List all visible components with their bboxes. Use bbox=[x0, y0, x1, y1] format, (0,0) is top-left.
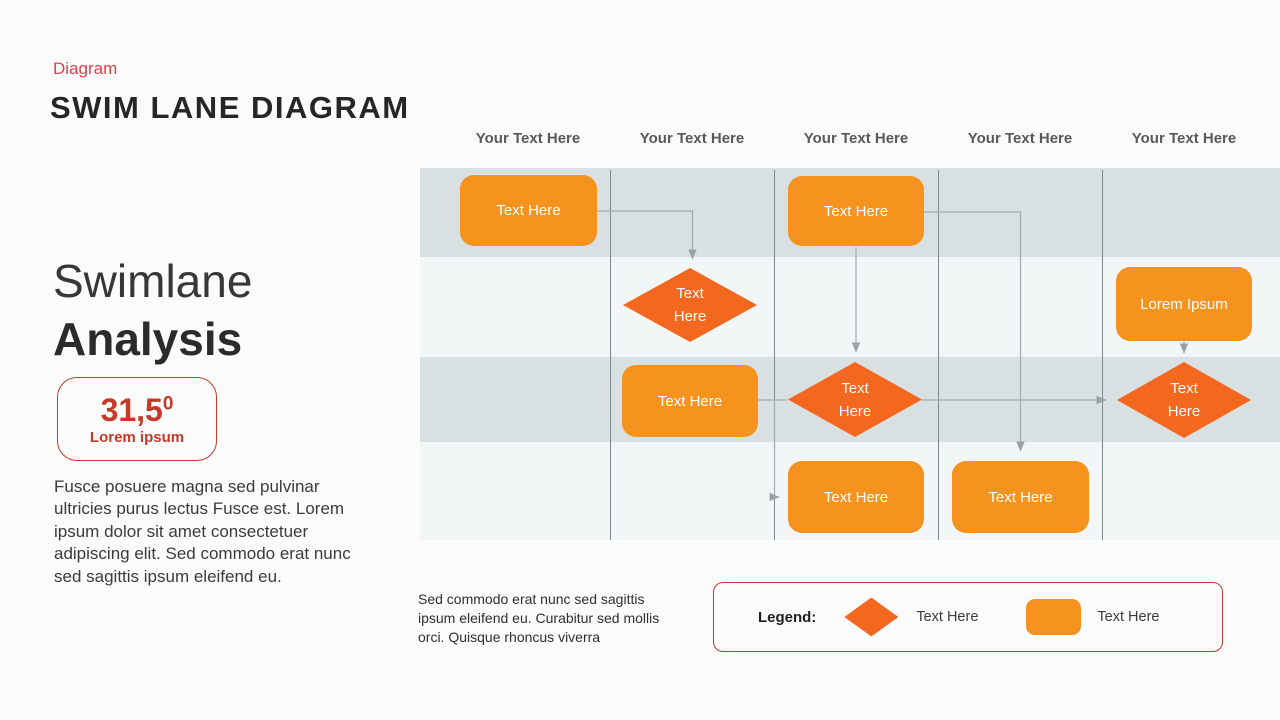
diamond-label: Text Here bbox=[1167, 380, 1201, 420]
flow-box-row4-lane3: Text Here bbox=[788, 461, 924, 533]
lane-header-3: Your Text Here bbox=[803, 130, 909, 147]
lane-header-1: Your Text Here bbox=[475, 130, 581, 147]
flow-box-row1-lane1: Text Here bbox=[460, 175, 597, 246]
stat-badge: 31,50 Lorem ipsum bbox=[57, 377, 217, 461]
legend-item-label: Text Here bbox=[916, 609, 979, 625]
lane-header-5: Your Text Here bbox=[1131, 130, 1237, 147]
lane-header-4: Your Text Here bbox=[967, 130, 1073, 147]
legend-rounded-rect-icon bbox=[1026, 599, 1082, 635]
footnote-paragraph: Sed commodo erat nunc sed sagittis ipsum… bbox=[418, 591, 660, 645]
flow-box-row1-lane3: Text Here bbox=[788, 176, 924, 246]
heading-analysis: Analysis bbox=[53, 313, 243, 365]
legend-diamond-icon bbox=[844, 597, 899, 637]
legend-item-label: Text Here bbox=[1097, 609, 1160, 625]
stat-value: 31,50 bbox=[100, 391, 174, 428]
legend-box: Legend: Text Here Text Here bbox=[713, 582, 1223, 652]
flow-box-row4-lane4: Text Here bbox=[952, 461, 1089, 533]
flow-box-row3-lane2: Text Here bbox=[622, 365, 758, 437]
diamond-label: Text Here bbox=[838, 379, 872, 420]
slide-title: SWIM LANE DIAGRAM bbox=[50, 90, 410, 125]
diamond-label: Text Here bbox=[673, 285, 707, 325]
description-paragraph: Fusce posuere magna sed pulvinar ultrici… bbox=[54, 477, 351, 586]
legend-title: Legend: bbox=[758, 608, 817, 626]
stat-label: Lorem ipsum bbox=[89, 428, 185, 446]
lane-header-2: Your Text Here bbox=[639, 130, 745, 147]
stat-superscript: 0 bbox=[162, 392, 174, 414]
eyebrow-label: Diagram bbox=[53, 59, 118, 78]
heading-swimlane: Swimlane bbox=[53, 255, 253, 307]
flow-box-row2-lane5: Lorem Ipsum bbox=[1116, 267, 1252, 341]
